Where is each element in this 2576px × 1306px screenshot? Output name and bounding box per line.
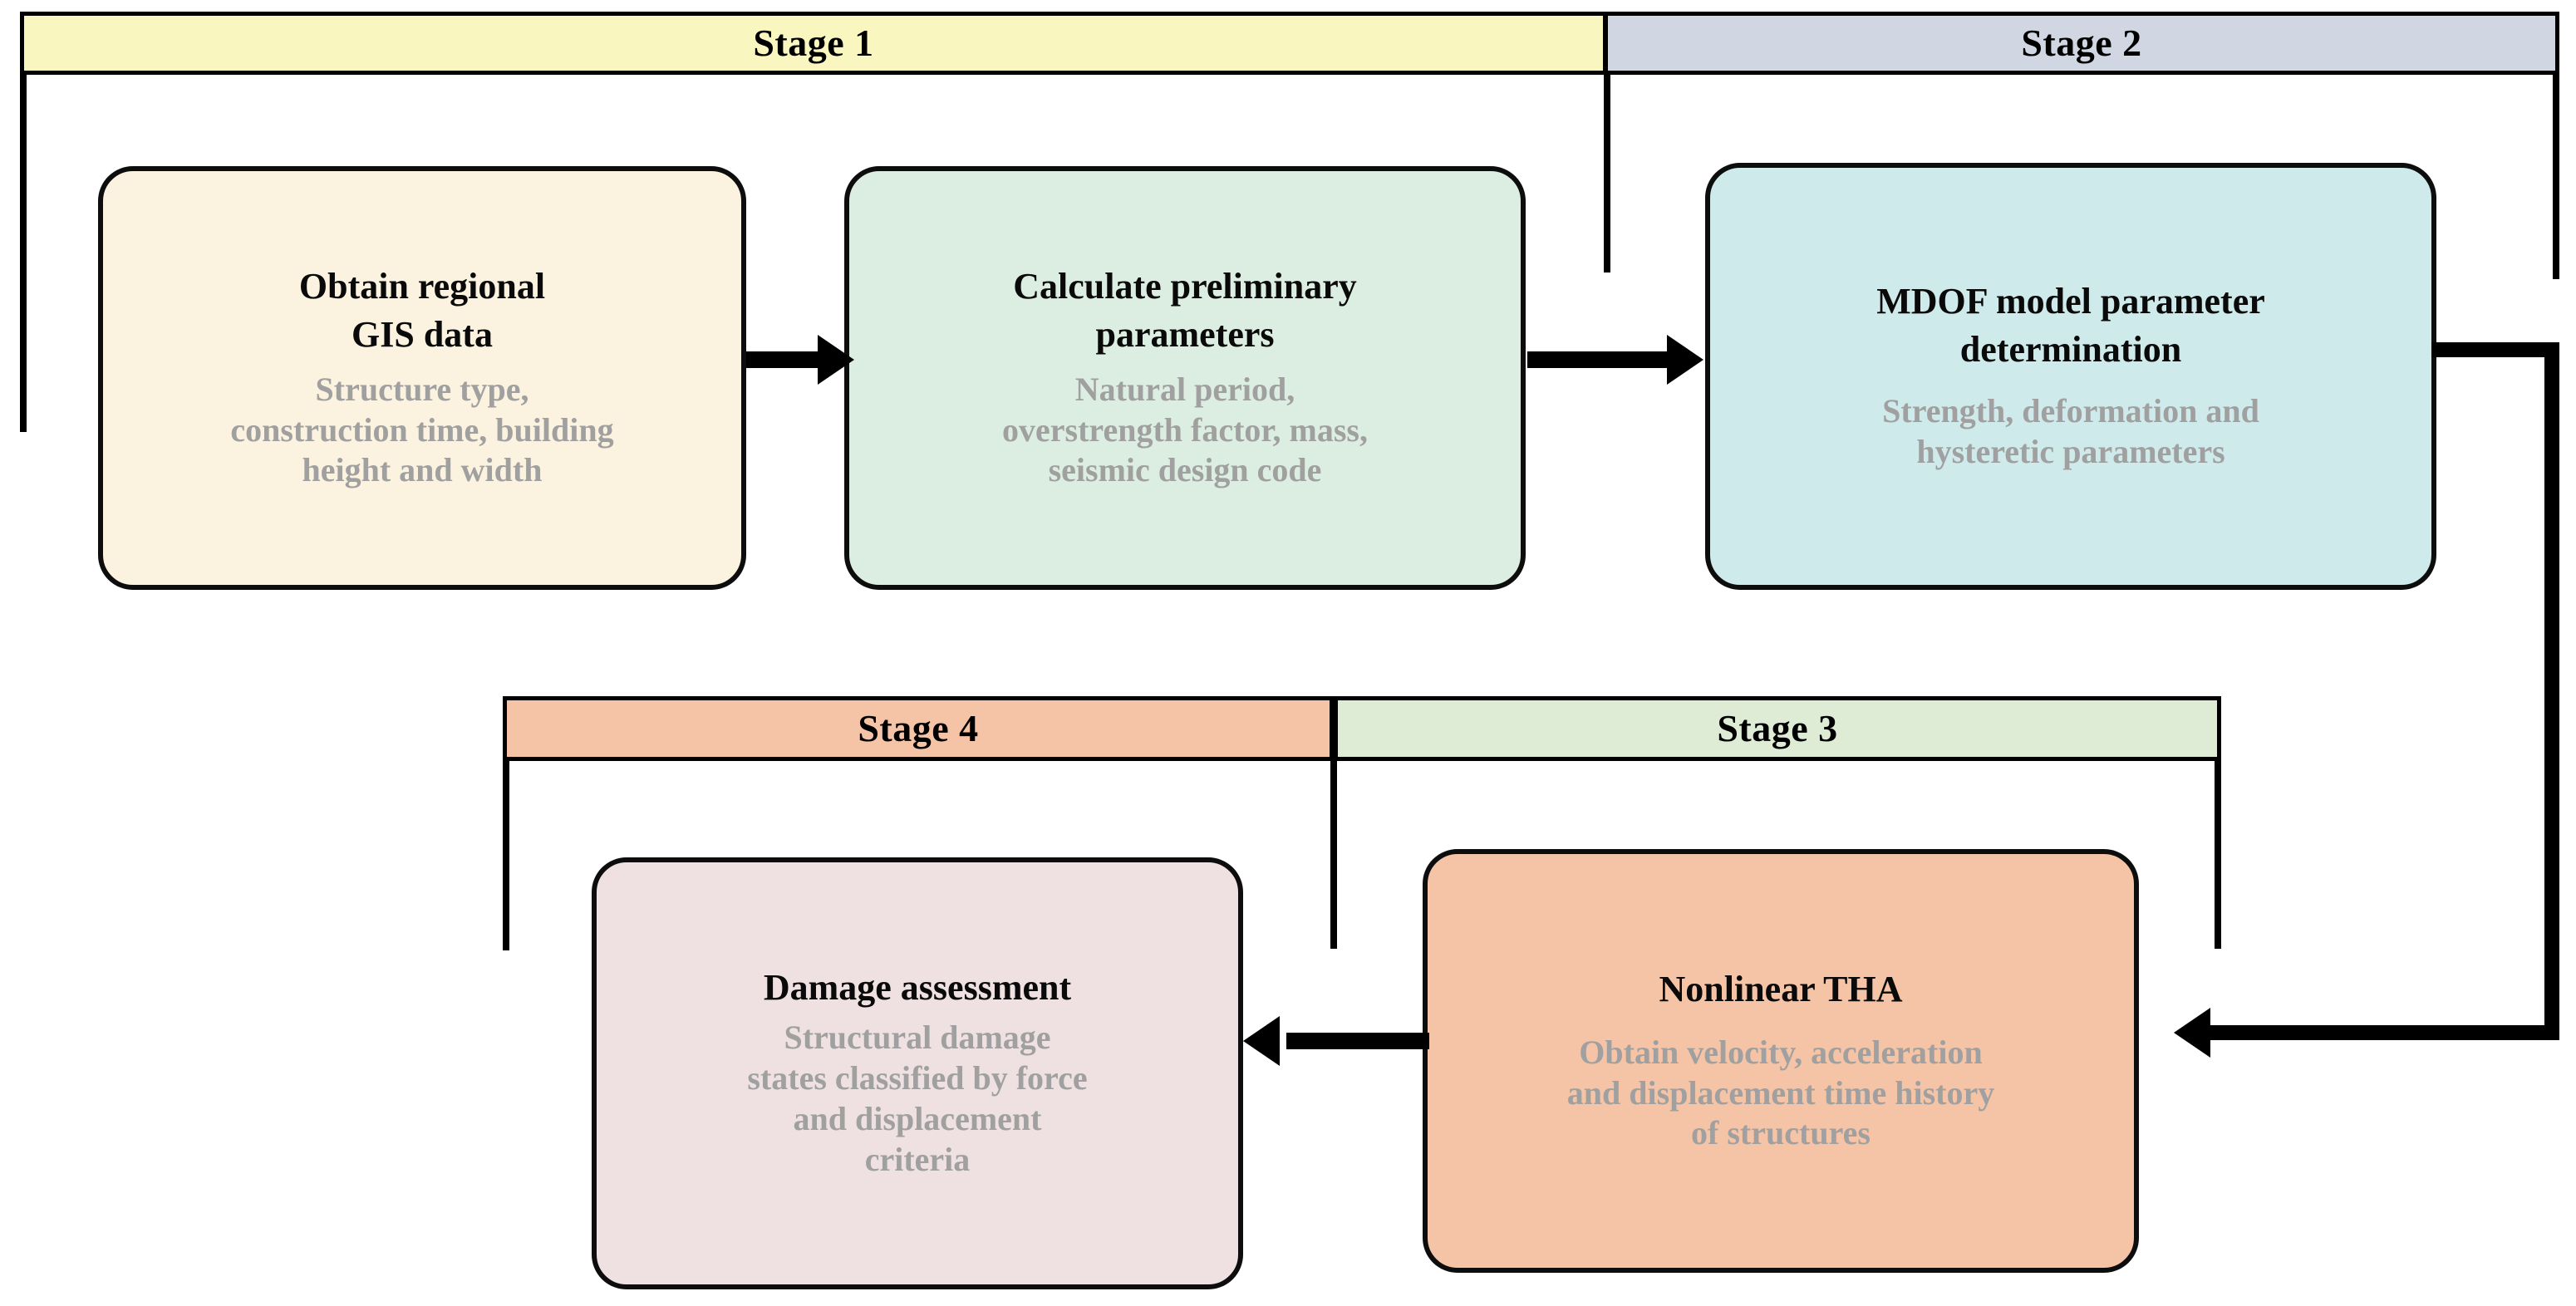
stage-4-label: Stage 4 [858,707,979,749]
node-subtitle-line1: Strength, deformation and [1882,392,2259,430]
node-subtitle-line1: Obtain velocity, acceleration [1579,1033,1983,1071]
edge-params-to-mdof-arrowhead [1667,335,1703,385]
node-subtitle-line3: of structures [1691,1114,1871,1152]
node-title-line2: determination [1959,329,2182,371]
node-subtitle-line3: and displacement [793,1099,1042,1137]
node-subtitle-line1: Structural damage [784,1019,1051,1057]
node-damage-assessment[interactable]: Damage assessment Structural damage stat… [592,857,1243,1289]
node-title-line2: GIS data [351,313,493,355]
stage-1-label: Stage 1 [753,22,874,64]
node-subtitle-line2: overstrength factor, mass, [1002,410,1368,449]
node-subtitle-line1: Structure type, [315,370,529,408]
node-title-line1: Calculate preliminary [1013,265,1357,307]
edge-mdof-to-tha-vertical-segment [2544,342,2559,1040]
node-title-line1: Obtain regional [298,265,546,307]
node-subtitle-line1: Natural period, [1074,370,1295,408]
bracket-tick-stage2-right [2553,73,2559,279]
edge-gis-to-params-arrowhead [818,335,854,385]
edge-mdof-to-tha-bottom-segment [2210,1025,2559,1040]
bracket-tick-stage1-left [20,73,27,432]
node-mdof-model-parameter-determination[interactable]: MDOF model parameter determination Stren… [1705,163,2436,590]
stage-bar-stage-4: Stage 4 [503,696,1334,761]
node-subtitle-line3: seismic design code [1048,451,1322,489]
stage-bar-stage-2: Stage 2 [1604,12,2559,75]
edge-gis-to-params-line [746,351,818,368]
node-title-line2: parameters [1095,313,1275,355]
node-title-line1: MDOF model parameter [1876,281,2265,322]
stage-bar-stage-3: Stage 3 [1334,696,2221,761]
stage-2-label: Stage 2 [2021,22,2142,64]
node-nonlinear-tha[interactable]: Nonlinear THA Obtain velocity, accelerat… [1423,849,2139,1273]
node-subtitle-line2: states classified by force [747,1059,1088,1097]
node-title-line1: Damage assessment [763,967,1072,1009]
stage-3-label: Stage 3 [1717,707,1838,749]
bracket-tick-stage4-left [503,759,509,950]
edge-mdof-to-tha-top-segment [2431,342,2559,357]
edge-tha-to-damage-line [1286,1033,1429,1049]
node-subtitle-line2: construction time, building [230,410,614,449]
node-calculate-preliminary-parameters[interactable]: Calculate preliminary parameters Natural… [844,166,1526,590]
stage-bar-stage-1: Stage 1 [20,12,1607,75]
edge-tha-to-damage-arrowhead [1243,1016,1280,1066]
bracket-tick-stage1-right [1604,73,1610,272]
edge-params-to-mdof-line [1527,351,1667,368]
edge-mdof-to-tha-arrowhead [2174,1008,2210,1058]
node-subtitle-line2: hysteretic parameters [1916,432,2225,470]
node-subtitle-line2: and displacement time history [1566,1073,1995,1112]
node-subtitle-line4: criteria [864,1140,971,1178]
node-obtain-regional-gis-data[interactable]: Obtain regional GIS data Structure type,… [98,166,746,590]
node-subtitle-line3: height and width [302,451,543,489]
node-title-line1: Nonlinear THA [1659,968,1903,1009]
bracket-tick-stage3-right [2215,759,2221,949]
bracket-tick-stage4-right [1330,759,1337,949]
